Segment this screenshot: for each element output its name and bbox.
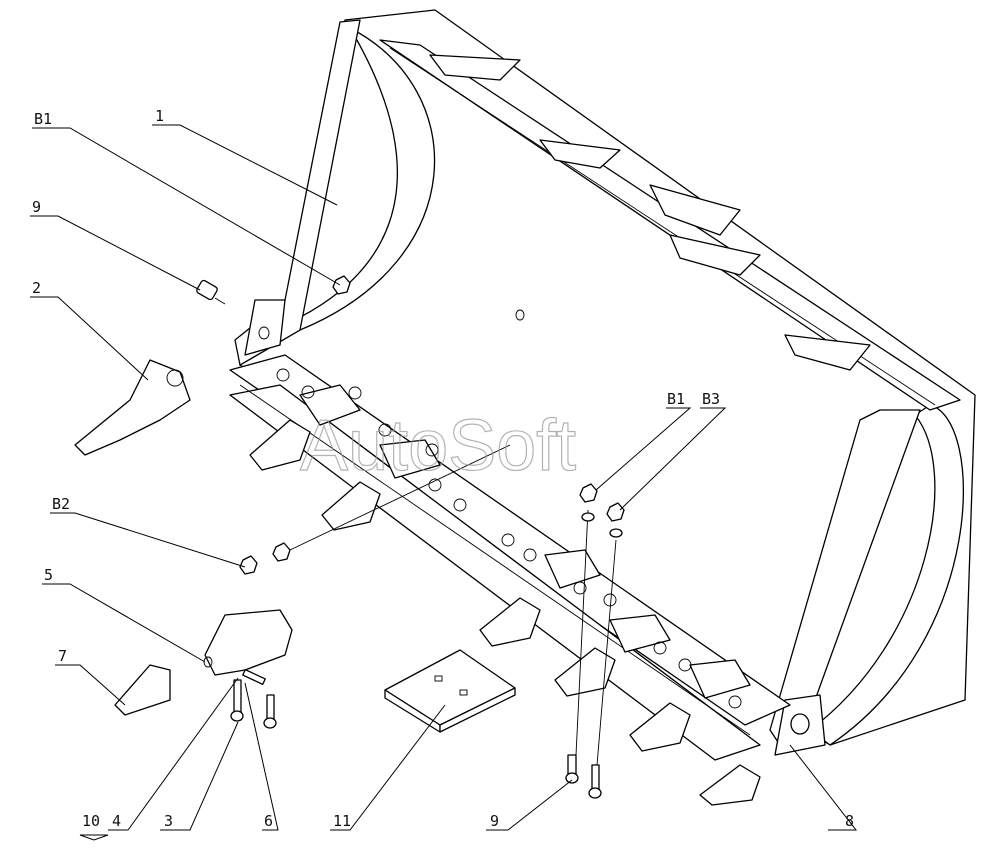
- bolts-part-3-6: [230, 668, 277, 729]
- adapter-part-2: [74, 359, 191, 456]
- callout-b2: B2: [52, 495, 70, 513]
- callout-10: 10: [82, 812, 100, 830]
- callout-b1-left: B1: [34, 110, 52, 128]
- right-side-plate: [769, 409, 921, 756]
- bolts-part-9-bottom: [565, 509, 617, 799]
- callout-9-top: 9: [32, 198, 41, 216]
- adapter-part-5: [203, 609, 293, 676]
- tooth-part-7: [114, 664, 171, 716]
- callout-b3: B3: [702, 390, 720, 408]
- left-side-plate: [234, 19, 361, 366]
- callout-11: 11: [333, 812, 351, 830]
- callout-4: 4: [112, 812, 121, 830]
- callout-9-bottom: 9: [490, 812, 499, 830]
- callout-6: 6: [264, 812, 273, 830]
- bucket-body: [239, 9, 976, 746]
- nuts-washers: [239, 275, 625, 575]
- callout-b1-right: B1: [667, 390, 685, 408]
- callout-7: 7: [58, 647, 67, 665]
- pin-part-9-top: [196, 279, 226, 305]
- leader-lines: [30, 124, 858, 841]
- callout-labels: B1 1 9 2 B2 5 7 10 4 3 6 11 9 8 B1 B3: [32, 107, 854, 830]
- wear-plate-part-11: [384, 649, 516, 733]
- callout-5: 5: [44, 566, 53, 584]
- watermark-text: AutoSoft: [300, 406, 576, 486]
- callout-1: 1: [155, 107, 164, 125]
- teeth-row: [249, 368, 761, 806]
- callout-3: 3: [164, 812, 173, 830]
- callout-2: 2: [32, 279, 41, 297]
- callout-8: 8: [845, 812, 854, 830]
